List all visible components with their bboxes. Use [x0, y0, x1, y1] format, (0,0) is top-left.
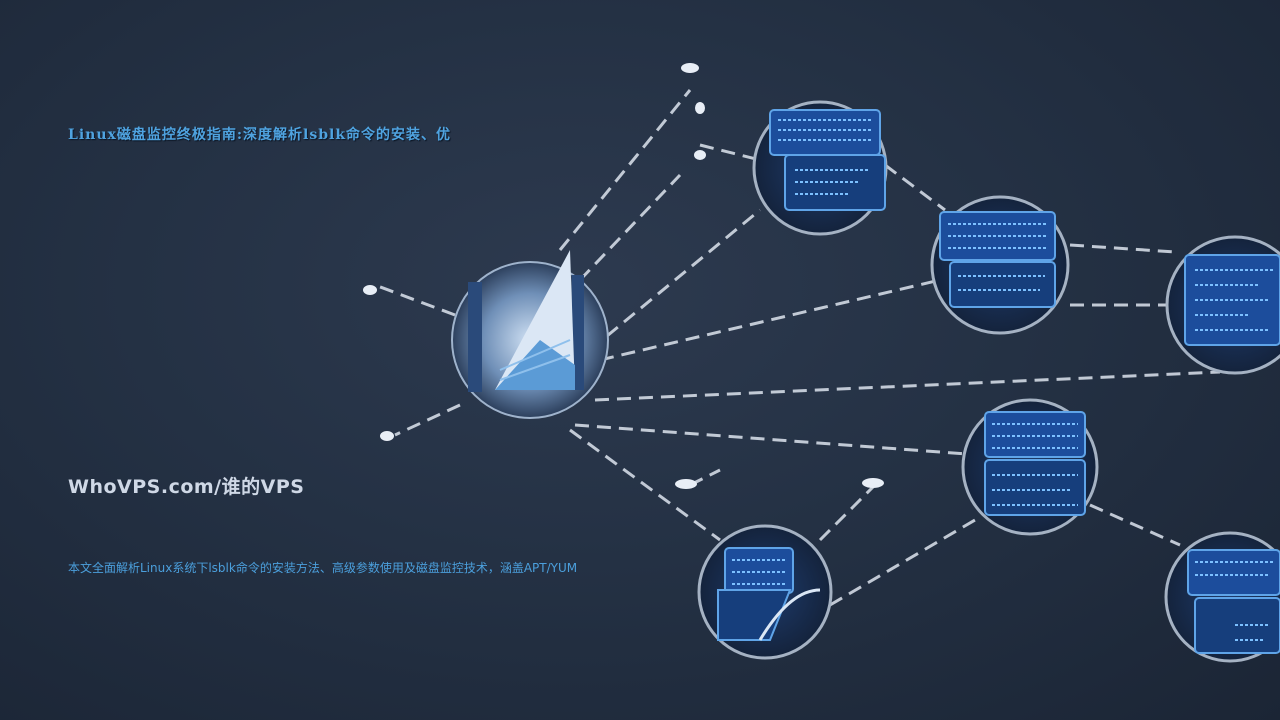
document-nodes: [697, 100, 1280, 663]
doc-node-4: [961, 398, 1099, 536]
article-title: Linux磁盘监控终极指南:深度解析lsblk命令的安装、优: [68, 127, 452, 143]
doc-node-5: [697, 524, 833, 660]
central-server-hub: [451, 250, 609, 419]
doc-node-6: [1164, 531, 1280, 663]
doc-node-1: [752, 100, 888, 236]
connection-lines: [374, 89, 1221, 607]
site-name[interactable]: WhoVPS.com/谁的VPS: [68, 476, 305, 498]
article-description: 本文全面解析Linux系统下lsblk命令的安装方法、高级参数使用及磁盘监控技术…: [68, 561, 578, 575]
connector-nodes: [363, 63, 884, 489]
doc-node-2: [930, 195, 1070, 335]
doc-node-3: [1165, 235, 1280, 375]
